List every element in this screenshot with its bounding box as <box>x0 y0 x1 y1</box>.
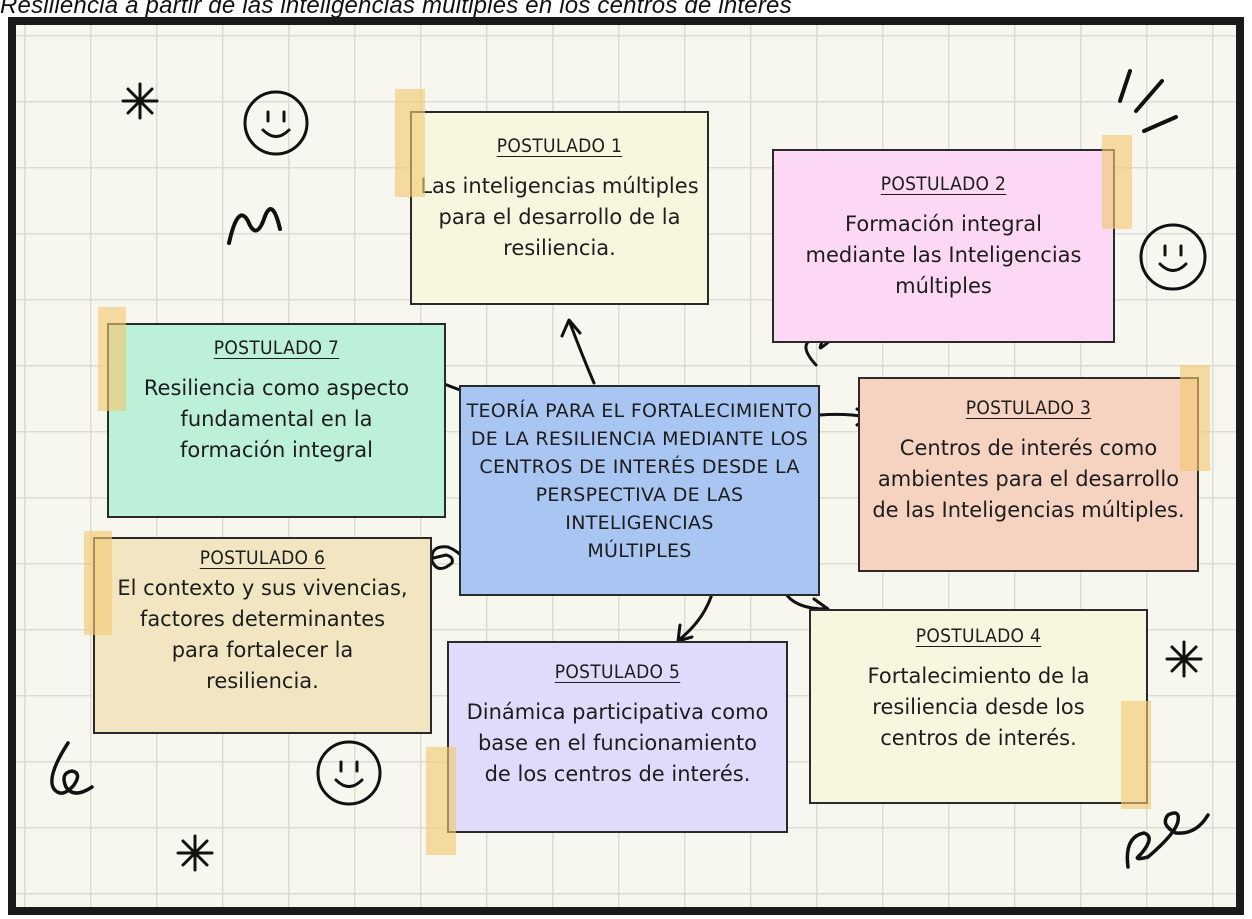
grid-board: POSTULADO 1 Las inteligencias múltiples … <box>16 25 1236 907</box>
text-line: resiliencia. <box>206 669 319 693</box>
postulado-4-title: POSTULADO 4 <box>915 625 1042 647</box>
text-line: Centros de interés como <box>899 436 1158 460</box>
center-text-line: DE LA RESILIENCIA MEDIANTE LOS <box>470 428 809 450</box>
text-line: base en el funcionamiento <box>477 731 758 755</box>
postulado-4-text: Fortalecimiento de la resiliencia desde … <box>868 661 1090 754</box>
center-text-line: MÚLTIPLES <box>587 540 692 562</box>
text-line: múltiples <box>895 274 992 298</box>
postulado-5-title: POSTULADO 5 <box>554 661 681 683</box>
postulado-6-title: POSTULADO 6 <box>199 547 326 569</box>
postulado-5-text: Dinámica participativa como base en el f… <box>467 697 769 790</box>
text-line: Dinámica participativa como <box>466 700 769 724</box>
postulado-4-box: POSTULADO 4 Fortalecimiento de la resili… <box>809 609 1148 804</box>
tape-strip <box>426 747 456 855</box>
postulado-7-title: POSTULADO 7 <box>213 337 340 359</box>
text-line: Las inteligencias múltiples <box>420 174 699 198</box>
tape-strip <box>98 307 126 411</box>
text-line: de los centros de interés. <box>484 762 751 786</box>
center-text-line: PERSPECTIVA DE LAS INTELIGENCIAS <box>535 484 744 534</box>
text-line: formación integral <box>179 438 373 462</box>
text-line: para fortalecer la <box>171 638 354 662</box>
asterisk-icon <box>1165 640 1203 678</box>
speed-lines-icon <box>1118 69 1178 133</box>
postulado-1-box: POSTULADO 1 Las inteligencias múltiples … <box>410 111 709 305</box>
postulado-5-box: POSTULADO 5 Dinámica participativa como … <box>447 641 788 833</box>
text-line: Formación integral <box>845 212 1042 236</box>
smiley-face-icon <box>1139 223 1207 291</box>
text-line: resiliencia desde los <box>872 695 1085 719</box>
central-theory-box: TEORÍA PARA EL FORTALECIMIENTO DE LA RES… <box>459 385 820 596</box>
tape-strip <box>84 531 112 635</box>
text-line: Fortalecimiento de la <box>867 664 1090 688</box>
postulado-6-text: El contexto y sus vivencias, factores de… <box>117 573 407 697</box>
text-line: factores determinantes <box>139 607 386 631</box>
text-line: de las Inteligencias múltiples. <box>872 498 1185 522</box>
postulado-3-box: POSTULADO 3 Centros de interés como ambi… <box>858 377 1199 572</box>
asterisk-icon <box>121 82 159 120</box>
postulado-6-box: POSTULADO 6 El contexto y sus vivencias,… <box>93 537 432 734</box>
text-line: El contexto y sus vivencias, <box>117 576 408 600</box>
postulado-7-text: Resiliencia como aspecto fundamental en … <box>144 373 409 466</box>
tape-strip <box>395 89 425 197</box>
text-line: Resiliencia como aspecto <box>143 376 410 400</box>
tape-strip <box>1102 135 1132 229</box>
smiley-face-icon <box>316 740 382 806</box>
text-line: centros de interés. <box>880 726 1077 750</box>
loop-icon <box>50 741 94 795</box>
text-line: para el desarrollo de la <box>438 205 681 229</box>
tape-strip <box>1180 365 1210 471</box>
postulado-3-text: Centros de interés como ambientes para e… <box>872 433 1184 526</box>
asterisk-icon <box>176 834 214 872</box>
postulado-2-title: POSTULADO 2 <box>880 173 1007 195</box>
postulado-2-box: POSTULADO 2 Formación integral mediante … <box>772 149 1115 343</box>
postulado-3-title: POSTULADO 3 <box>965 397 1092 419</box>
loop-icon <box>1125 811 1210 869</box>
text-line: mediante las Inteligencias <box>805 243 1082 267</box>
tape-strip <box>1121 701 1151 809</box>
postulado-1-title: POSTULADO 1 <box>496 135 623 157</box>
text-line: ambientes para el desarrollo <box>877 467 1180 491</box>
center-text-line: TEORÍA PARA EL FORTALECIMIENTO <box>466 400 813 422</box>
postulado-2-text: Formación integral mediante las Intelige… <box>806 209 1082 302</box>
text-line: resiliencia. <box>503 236 616 260</box>
squiggle-icon <box>227 207 282 245</box>
postulado-1-text: Las inteligencias múltiples para el desa… <box>420 171 698 264</box>
smiley-face-icon <box>243 90 309 156</box>
figure-caption: Resiliencia a partir de las inteligencia… <box>0 0 792 19</box>
center-text-line: CENTROS DE INTERÉS DESDE LA <box>479 456 800 478</box>
text-line: fundamental en la <box>180 407 373 431</box>
postulado-7-box: POSTULADO 7 Resiliencia como aspecto fun… <box>107 323 446 518</box>
